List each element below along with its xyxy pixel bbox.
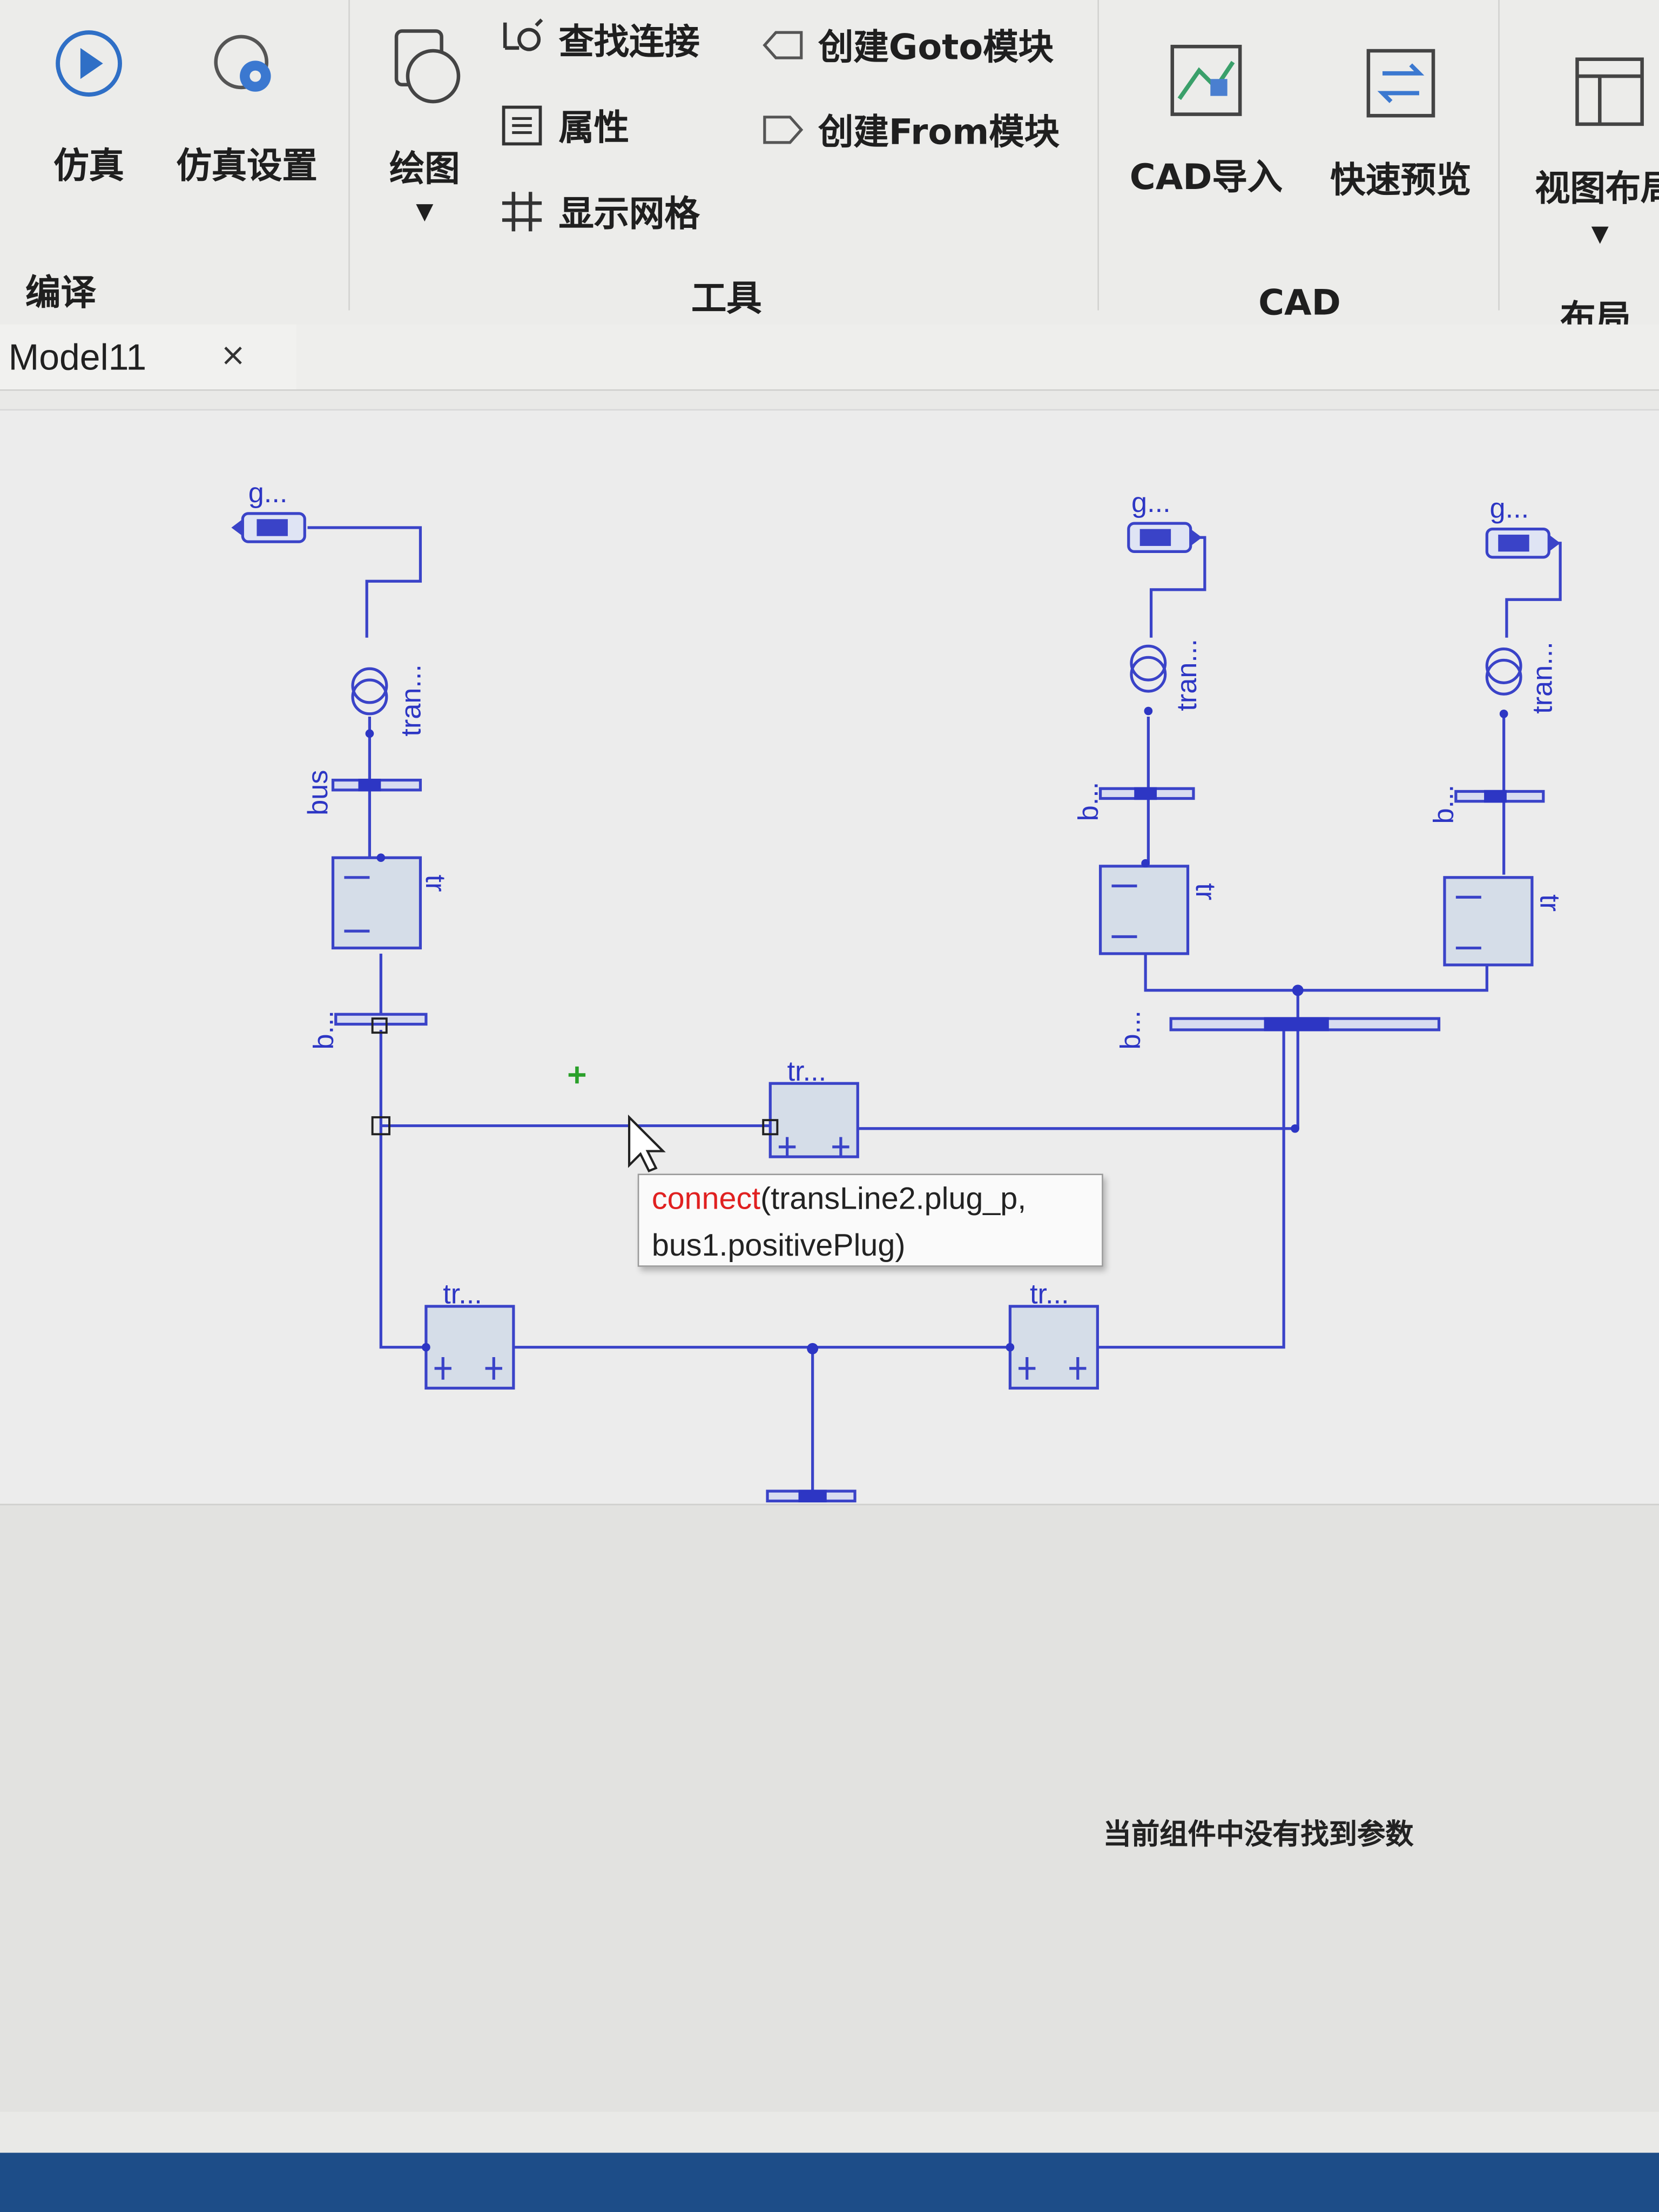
bus-label: bus bbox=[302, 770, 334, 815]
layout-icon bbox=[1575, 57, 1644, 126]
taskbar bbox=[0, 2153, 1659, 2212]
close-icon[interactable]: × bbox=[220, 338, 246, 374]
tran-label: tran... bbox=[1527, 642, 1558, 714]
transformer-label: tr bbox=[1534, 894, 1566, 912]
draw-label: 绘图 bbox=[389, 148, 460, 190]
create-goto-button[interactable]: 创建Goto模块 bbox=[762, 20, 1054, 71]
find-connection-button[interactable]: 查找连接 bbox=[500, 14, 700, 65]
compile-group-label: 编译 bbox=[25, 272, 96, 313]
add-marker-icon bbox=[568, 1066, 586, 1084]
chevron-down-icon: ▼ bbox=[416, 197, 434, 225]
draw-button[interactable]: 绘图 ▼ bbox=[375, 25, 474, 237]
tab-title: Model11 bbox=[8, 335, 147, 377]
generator-right[interactable]: g... bbox=[1485, 493, 1561, 559]
b-label: b... bbox=[1115, 1010, 1147, 1050]
b-label: b... bbox=[308, 1010, 339, 1050]
generator-mid[interactable]: g... bbox=[1127, 487, 1202, 554]
transformer-label: tr bbox=[1190, 883, 1221, 900]
transformer-box-left[interactable]: tr bbox=[331, 856, 451, 950]
trans-line-top[interactable]: tr... bbox=[768, 1056, 859, 1158]
transformer-box-right[interactable]: tr bbox=[1443, 876, 1566, 967]
shapes-icon bbox=[394, 29, 461, 104]
simulate-button[interactable]: 仿真 bbox=[39, 28, 138, 190]
trans-line-label: tr... bbox=[443, 1279, 482, 1310]
play-icon bbox=[56, 30, 122, 97]
properties-icon bbox=[502, 105, 542, 146]
gen-label: g... bbox=[248, 477, 288, 509]
transformer-label: tr bbox=[420, 875, 451, 892]
transformer-box-mid[interactable]: tr bbox=[1098, 865, 1222, 955]
sim-settings-button[interactable]: 仿真设置 bbox=[169, 28, 324, 190]
transformer-mid[interactable]: tran... bbox=[1130, 639, 1203, 711]
document-tab-bar: Model11 × bbox=[0, 324, 1659, 391]
quick-preview-label: 快速预览 bbox=[1330, 159, 1472, 200]
settings-gear-icon bbox=[214, 35, 271, 92]
b-label: b... bbox=[1073, 782, 1104, 821]
create-goto-label: 创建Goto模块 bbox=[818, 26, 1054, 68]
mouse-cursor-icon bbox=[628, 1114, 666, 1172]
create-from-label: 创建From模块 bbox=[818, 111, 1060, 153]
parameter-panel bbox=[0, 1503, 1659, 2112]
cad-import-label: CAD导入 bbox=[1129, 156, 1283, 198]
transformer-right[interactable]: tran... bbox=[1485, 642, 1558, 714]
parameter-status-message: 当前组件中没有找到参数 bbox=[1103, 1817, 1414, 1851]
simulate-label: 仿真 bbox=[53, 145, 124, 186]
tooltip-function: connect bbox=[651, 1181, 761, 1216]
trans-line-label: tr... bbox=[787, 1056, 827, 1087]
chevron-down-icon: ▼ bbox=[1591, 220, 1609, 247]
connection-tooltip: connect(transLine2.plug_p, bus1.positive… bbox=[637, 1174, 1103, 1267]
trans-line-label: tr... bbox=[1030, 1279, 1069, 1310]
b-label: b... bbox=[1428, 785, 1460, 824]
diagram-canvas[interactable] bbox=[0, 409, 1659, 1504]
create-from-button[interactable]: 创建From模块 bbox=[762, 104, 1060, 155]
properties-label: 属性 bbox=[558, 107, 630, 149]
grid-icon bbox=[502, 192, 542, 232]
tools-group-label: 工具 bbox=[691, 278, 762, 319]
tooltip-args-2: bus1.positivePlug) bbox=[651, 1227, 906, 1263]
sim-settings-label: 仿真设置 bbox=[176, 145, 318, 186]
trans-line-bottom-right[interactable]: tr... bbox=[1008, 1279, 1099, 1390]
cad-import-icon bbox=[1170, 44, 1242, 116]
tran-label: tran... bbox=[395, 664, 427, 737]
quick-preview-button[interactable]: 快速预览 bbox=[1323, 45, 1478, 214]
view-layout-button[interactable]: 视图布局 ▼ bbox=[1526, 53, 1659, 265]
gen-label: g... bbox=[1131, 487, 1171, 518]
find-connection-label: 查找连接 bbox=[558, 21, 700, 62]
tab-model11[interactable]: Model11 × bbox=[0, 324, 296, 389]
show-grid-button[interactable]: 显示网格 bbox=[500, 186, 700, 237]
goto-block-icon bbox=[763, 31, 803, 59]
generator-left[interactable]: g... bbox=[231, 477, 306, 543]
link-search-icon bbox=[503, 18, 543, 51]
properties-button[interactable]: 属性 bbox=[500, 100, 629, 151]
tran-label: tran... bbox=[1171, 639, 1203, 711]
cad-group-label: CAD bbox=[1258, 282, 1341, 323]
show-grid-label: 显示网格 bbox=[558, 193, 700, 234]
cad-import-button[interactable]: CAD导入 bbox=[1129, 42, 1284, 211]
from-block-icon bbox=[763, 116, 804, 144]
gen-label: g... bbox=[1490, 493, 1529, 524]
transformer-left[interactable]: tran... bbox=[351, 664, 427, 737]
selected-port[interactable] bbox=[371, 1116, 390, 1136]
swap-preview-icon bbox=[1366, 49, 1435, 118]
trans-line-bottom-left[interactable]: tr... bbox=[424, 1279, 515, 1390]
ribbon: 仿真 仿真设置 编译 绘图 ▼ bbox=[0, 0, 1659, 339]
view-layout-label: 视图布局 bbox=[1535, 167, 1659, 209]
tooltip-args-1: (transLine2.plug_p, bbox=[760, 1181, 1027, 1216]
